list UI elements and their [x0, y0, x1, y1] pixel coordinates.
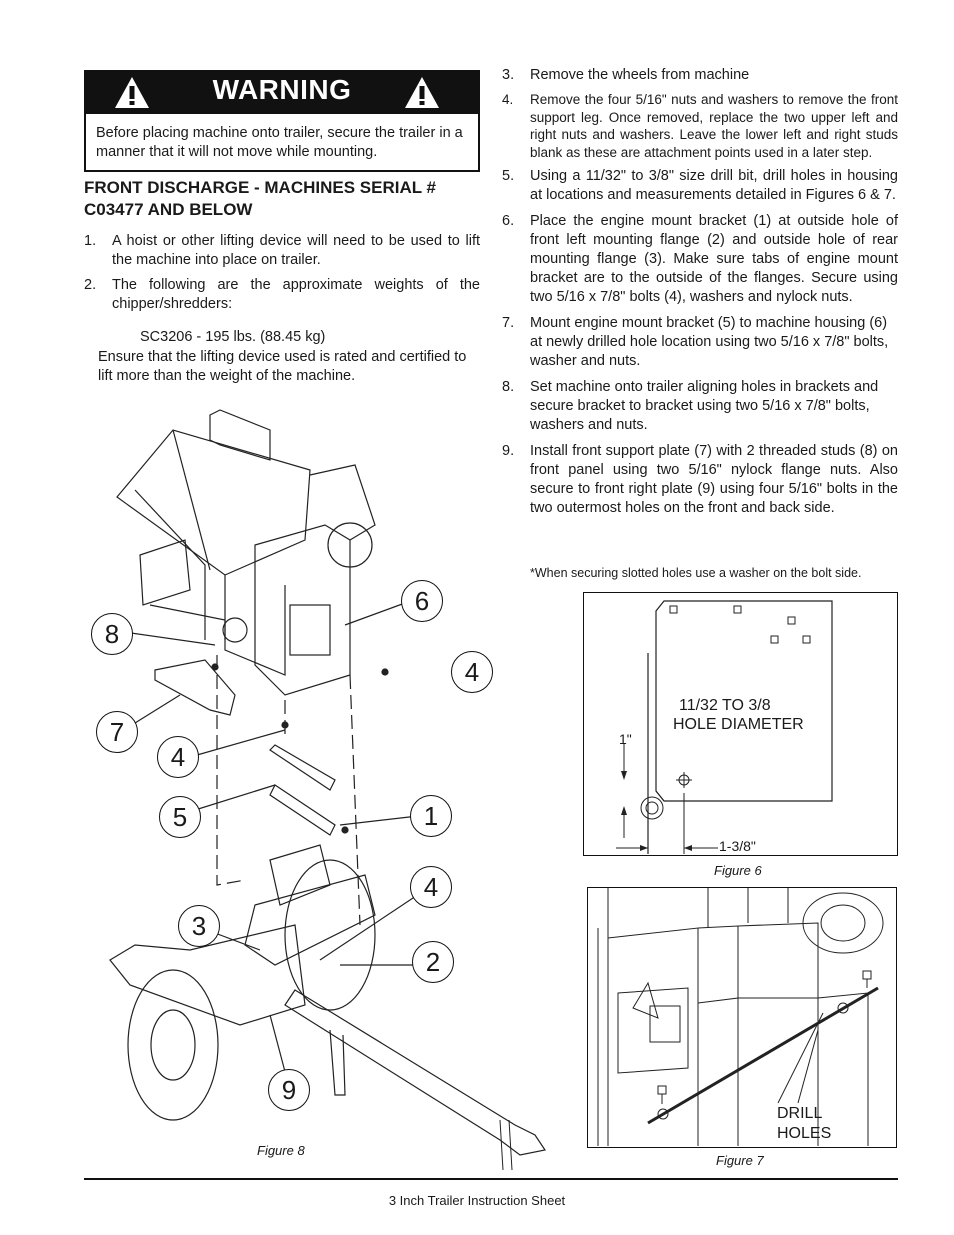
- step-text: Set machine onto trailer aligning holes …: [530, 379, 879, 434]
- right-steps-list: 3. Remove the wheels from machine 4. Rem…: [502, 66, 898, 518]
- weight-line: SC3206 - 195 lbs. (88.45 kg): [140, 329, 326, 345]
- callout-4c: 4: [410, 866, 452, 908]
- figure-6-drawing: [616, 600, 833, 854]
- step-number: 2.: [84, 277, 97, 293]
- figure-7-drawing: [597, 888, 884, 1146]
- step-number: 9.: [502, 443, 515, 460]
- callout-2: 2: [412, 941, 454, 983]
- list-item: 9. Install front support plate (7) with …: [502, 442, 898, 518]
- vertical-dimension: 1": [619, 731, 632, 747]
- step-number: 8.: [502, 379, 515, 396]
- figure-7-caption: Figure 7: [716, 1153, 764, 1168]
- warning-triangle-icon: [115, 77, 149, 108]
- figure-6-caption: Figure 6: [714, 863, 762, 878]
- callout-7: 7: [96, 711, 138, 753]
- step-text: Remove the four 5/16" nuts and washers t…: [530, 92, 898, 160]
- figure-8-caption: Figure 8: [257, 1143, 305, 1158]
- drill-label-line1: DRILL: [777, 1105, 823, 1122]
- callout-4a: 4: [451, 651, 493, 693]
- hole-label-line1: 11/32 TO 3/8: [679, 697, 771, 714]
- list-item: 1. A hoist or other lifting device will …: [84, 232, 480, 270]
- list-item: 4. Remove the four 5/16" nuts and washer…: [502, 91, 898, 161]
- hole-diameter-label: 11/32 TO 3/8 HOLE DIAMETER: [673, 696, 804, 734]
- callout-4b: 4: [157, 736, 199, 778]
- figure-7: DRILL HOLES: [587, 887, 897, 1148]
- left-steps-list: 1. A hoist or other lifting device will …: [84, 232, 480, 314]
- list-item: 5. Using a 11/32" to 3/8" size drill bit…: [502, 167, 898, 205]
- step-number: 6.: [502, 213, 515, 230]
- figure-8-drawing: [109, 409, 546, 1170]
- step-text: Using a 11/32" to 3/8" size drill bit, d…: [530, 168, 898, 204]
- callout-3: 3: [178, 905, 220, 947]
- step-text: Mount engine mount bracket (5) to machin…: [530, 315, 889, 370]
- callout-8: 8: [91, 613, 133, 655]
- step-text: The following are the approximate weight…: [112, 277, 480, 312]
- horizontal-dimension: 1-3/8": [719, 838, 756, 854]
- step-number: 3.: [502, 67, 515, 83]
- step-text: Place the engine mount bracket (1) at ou…: [530, 213, 898, 306]
- hole-label-line2: HOLE DIAMETER: [673, 716, 804, 733]
- step-number: 4.: [502, 92, 514, 107]
- drill-label-line2: HOLES: [777, 1125, 832, 1142]
- warning-text: Before placing machine onto trailer, sec…: [96, 125, 463, 160]
- figure-6: 11/32 TO 3/8 HOLE DIAMETER 1" 1-3/8": [583, 592, 898, 856]
- warning-title: WARNING: [212, 74, 352, 105]
- step-number: 7.: [502, 315, 515, 332]
- footer-text: 3 Inch Trailer Instruction Sheet: [388, 1193, 566, 1208]
- section-heading-line2: C03477 AND BELOW: [84, 200, 253, 219]
- step-text: Install front support plate (7) with 2 t…: [530, 443, 898, 517]
- step-number: 5.: [502, 168, 515, 185]
- step-text: Remove the wheels from machine: [530, 67, 750, 83]
- drill-holes-label: DRILL HOLES: [777, 1104, 831, 1144]
- warning-box: WARNING Before placing machine onto trai…: [84, 70, 480, 172]
- section-heading: FRONT DISCHARGE - MACHINES SERIAL # C034…: [84, 177, 484, 221]
- slotted-note: *When securing slotted holes use a washe…: [530, 566, 862, 580]
- warning-triangle-icon: [405, 77, 439, 108]
- step-number: 1.: [84, 233, 97, 249]
- list-item: 2. The following are the approximate wei…: [84, 276, 480, 314]
- step-text: A hoist or other lifting device will nee…: [112, 233, 480, 268]
- list-item: 7. Mount engine mount bracket (5) to mac…: [502, 314, 898, 371]
- callout-5: 5: [159, 796, 201, 838]
- callout-9: 9: [268, 1069, 310, 1111]
- footer-divider: [84, 1178, 898, 1180]
- callout-6: 6: [401, 580, 443, 622]
- section-heading-line1: FRONT DISCHARGE - MACHINES SERIAL #: [84, 178, 436, 197]
- callout-1: 1: [410, 795, 452, 837]
- list-item: 3. Remove the wheels from machine: [502, 66, 898, 85]
- list-item: 6. Place the engine mount bracket (1) at…: [502, 212, 898, 307]
- list-item: 8. Set machine onto trailer aligning hol…: [502, 378, 898, 435]
- lifting-note: Ensure that the lifting device used is r…: [98, 349, 467, 384]
- warning-header: WARNING: [86, 72, 478, 114]
